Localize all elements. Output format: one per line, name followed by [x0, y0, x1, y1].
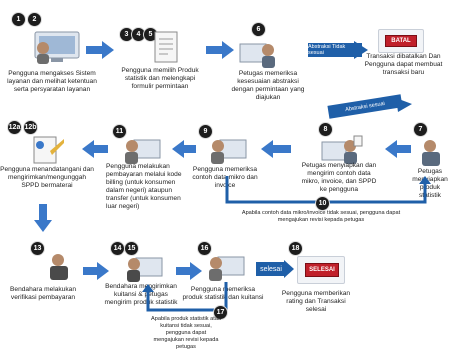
- step-caption-12: Pengguna menandatangani dan mengirimkan/…: [0, 166, 94, 189]
- step-caption-18: Pengguna memberikan rating dan Transaksi…: [281, 290, 351, 313]
- step-caption-16: Pengguna memeriksa produk statistik dan …: [182, 286, 264, 301]
- note-10: Apabila contoh data mikro/invoice tidak …: [241, 210, 401, 223]
- arrow-down-icon: [34, 204, 52, 232]
- send-documents-icon: [320, 134, 364, 166]
- step-badge-8: 8: [318, 122, 333, 137]
- selesai-tag: SELESAI: [305, 263, 339, 277]
- step-badge-12a: 12a: [7, 120, 22, 135]
- arrow-left-icon: [261, 140, 291, 158]
- arrow-left-icon: [172, 140, 196, 158]
- step-badge-1: 1: [11, 12, 26, 27]
- step-badge-16: 16: [197, 241, 212, 256]
- step-badge-18: 18: [288, 241, 303, 256]
- step-caption-9: Pengguna memeriksa contoh data mikro dan…: [192, 166, 258, 189]
- step-badge-2: 2: [27, 12, 42, 27]
- payment-user-icon: [122, 134, 162, 166]
- step-badge-6: 6: [251, 22, 266, 37]
- step-caption-3: Petugas memeriksa kesesuaian abstraksi d…: [231, 70, 305, 101]
- step-badge-12b: 12b: [23, 120, 38, 135]
- step-caption-8: Petugas menyiapkan dan mengirim contoh d…: [301, 162, 377, 193]
- step-caption-2: Pengguna memilih Produk statistik dan me…: [121, 67, 199, 90]
- banner-label: Abstraksi Tidak sesuai: [308, 44, 346, 56]
- arrow-right-icon: [284, 260, 294, 278]
- batal-tag: BATAL: [385, 35, 417, 47]
- step-caption-14: Bendahara mengirimkan kuitansi & petugas…: [104, 283, 178, 306]
- note-17: Apabila produk statistik atau kuitansi t…: [151, 316, 221, 350]
- note-badge-17: 17: [213, 305, 228, 320]
- cancel-screen-icon: BATAL: [378, 29, 424, 53]
- user-computer-icon: [33, 28, 83, 68]
- step-caption-1: Pengguna mengakses Sistem layanan dan me…: [7, 70, 97, 93]
- send-receipt-icon: [124, 252, 164, 284]
- arrow-down-right-icon: [396, 98, 412, 112]
- note-badge-10: 10: [315, 196, 330, 211]
- arrow-right-icon: [86, 41, 114, 59]
- arrow-right-icon: [83, 262, 109, 280]
- step-badge-9: 9: [198, 124, 213, 139]
- user-check-receipt-icon: [206, 251, 246, 283]
- step-caption-4: Transaksi dibatalkan Dan Pengguna dapat …: [364, 53, 443, 76]
- treasurer-icon: [44, 252, 76, 282]
- step-badge-7: 7: [413, 122, 428, 137]
- step-badge-13: 13: [30, 241, 45, 256]
- arrow-left-icon: [385, 140, 411, 158]
- step-caption-13: Bendahara melakukan verifikasi pembayara…: [10, 286, 76, 301]
- step-caption-7: Petugas menyiapkan produk statistik: [412, 168, 448, 199]
- revision-loop-arrow: [225, 176, 431, 204]
- officer-icon: [416, 138, 448, 168]
- step-badge-11: 11: [112, 124, 127, 139]
- banner-abstraksi-tidak-sesuai: Abstraksi Tidak sesuai: [308, 43, 362, 57]
- step-caption-11: Pengguna melakukan pembayaran melalui ko…: [106, 163, 182, 210]
- form-document-icon: [152, 30, 182, 66]
- arrow-right-icon: [354, 41, 368, 59]
- selesai-arrow: selesai: [256, 262, 286, 276]
- finish-screen-icon: SELESAI: [297, 256, 345, 284]
- banner-abstraksi-sesuai: Abstraksi sesuai: [327, 94, 403, 119]
- arrow-left-icon: [82, 140, 108, 158]
- step-badge-15: 15: [124, 241, 139, 256]
- revision-loop-arrow-2: [142, 282, 228, 312]
- arrow-right-icon: [206, 41, 234, 59]
- user-check-icon: [208, 134, 248, 166]
- arrow-right-icon: [176, 262, 202, 280]
- step-badge-14: 14: [110, 241, 125, 256]
- sign-document-icon: [30, 133, 66, 165]
- officer-check-icon: [238, 38, 278, 70]
